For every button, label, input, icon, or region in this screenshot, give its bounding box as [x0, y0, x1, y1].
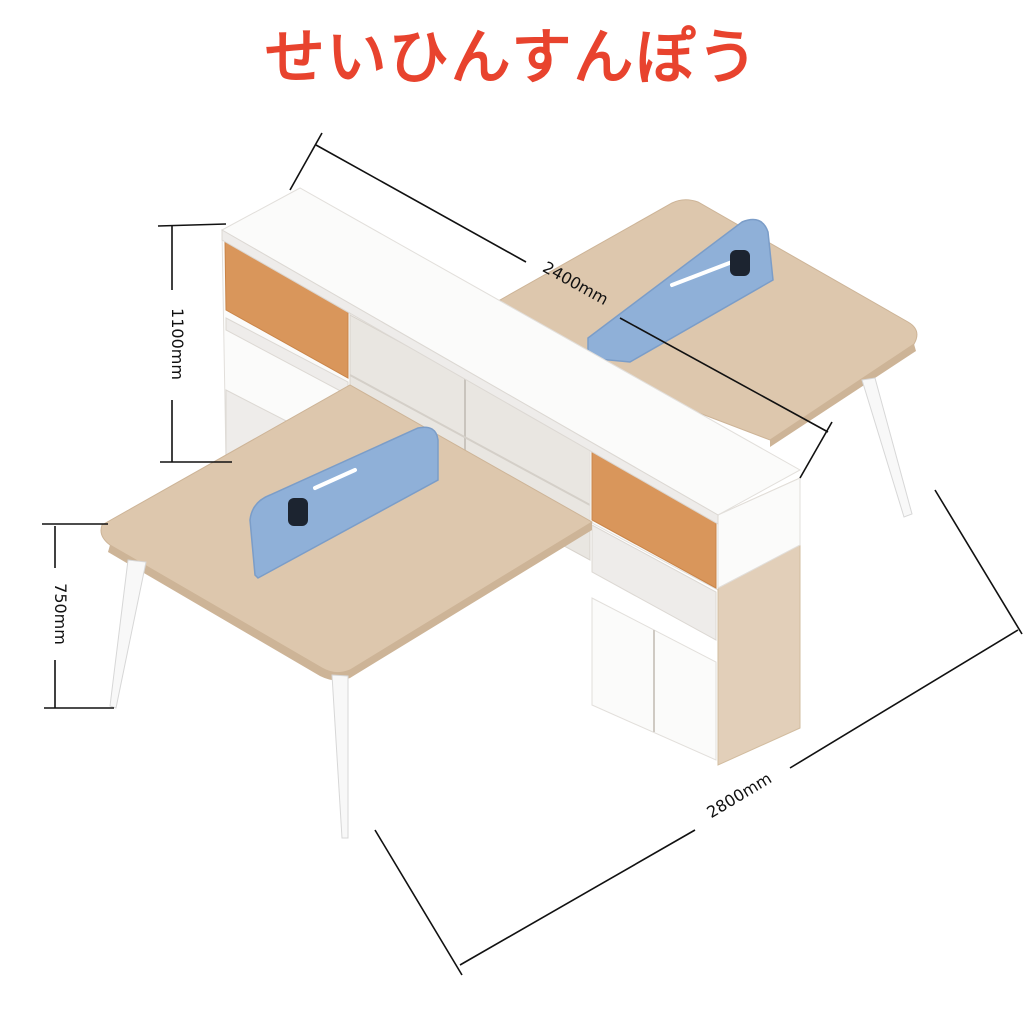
dim-2800-label: 2800mm [703, 769, 774, 822]
screen-front-rail [313, 468, 357, 490]
desk-back-top [499, 199, 918, 441]
dim-2400-line-a [315, 144, 527, 263]
desk-front-edge [108, 522, 592, 681]
page-title: せいひんすんぽう [264, 23, 760, 93]
desk-screen-clamp-icon [288, 498, 308, 526]
dim-2800-line-a [459, 829, 696, 966]
desk-back [499, 199, 918, 518]
dim-1100-tick-top [157, 223, 227, 227]
top-shelf [220, 187, 802, 525]
desk-back-edge [770, 344, 916, 447]
screen-front-panel [249, 426, 439, 579]
dim-2400-line-b [619, 317, 829, 433]
cabinet-right-shelves [591, 524, 717, 641]
dim-2400-tick-right [799, 421, 833, 479]
desk-screen-clamp-icon [730, 250, 750, 276]
desk-leg-back-right [861, 377, 913, 518]
dim-750-label: 750mm [51, 583, 70, 645]
desk-leg-front-left [109, 559, 147, 709]
dim-2800-tick-left [374, 829, 463, 976]
desk-leg-front-center [331, 674, 349, 839]
screen-back-rail [670, 260, 734, 287]
screen-front [249, 426, 439, 579]
dim-1100-label: 1100mm [168, 308, 187, 380]
dim-2800-line-b [789, 629, 1019, 769]
top-shelf-front [221, 229, 719, 525]
dim-2400-tick-left [289, 132, 323, 191]
dim-2800-tick-right [934, 489, 1023, 635]
cabinet-side-white-band [717, 477, 801, 589]
cabinet-divider-2 [349, 374, 591, 506]
